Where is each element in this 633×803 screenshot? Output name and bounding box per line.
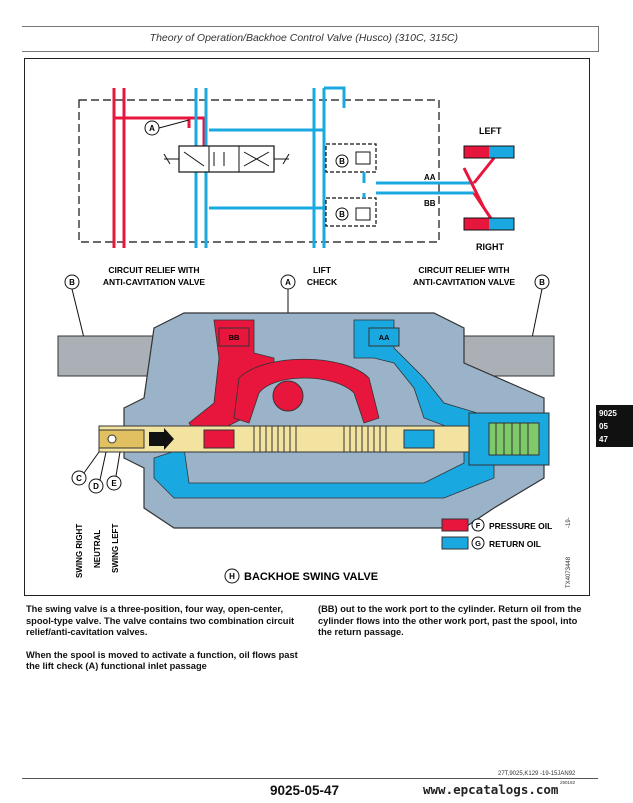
figure-number: -19- <box>566 517 572 528</box>
svg-text:B: B <box>539 278 545 287</box>
figure-frame <box>24 58 590 596</box>
body-text-left: The swing valve is a three-position, fou… <box>26 604 301 684</box>
pressure-oil-label: PRESSURE OIL <box>489 521 552 531</box>
svg-text:B: B <box>339 210 345 219</box>
svg-text:D: D <box>93 482 99 491</box>
circuit-relief-left-label: CIRCUIT RELIEF WITH <box>108 265 199 275</box>
svg-text:G: G <box>475 539 481 548</box>
lift-check-label: LIFT <box>313 265 332 275</box>
svg-text:A: A <box>285 278 291 287</box>
paragraph: The swing valve is a three-position, fou… <box>26 604 295 637</box>
page-header: Theory of Operation/Backhoe Control Valv… <box>22 26 599 52</box>
neutral-label: NEUTRAL <box>93 530 102 568</box>
svg-text:AA: AA <box>379 333 390 342</box>
svg-text:ANTI-CAVITATION VALVE: ANTI-CAVITATION VALVE <box>413 277 515 287</box>
swing-cylinder-left <box>463 145 515 159</box>
callout-g <box>471 536 485 550</box>
spool-position-callouts: C D E SWING RIGHT NEUTRAL SWING LEFT <box>71 451 122 578</box>
callout-h <box>224 568 240 584</box>
svg-text:ANTI-CAVITATION VALVE: ANTI-CAVITATION VALVE <box>103 277 205 287</box>
schematic-left-label: LEFT <box>479 126 502 136</box>
reference-code: 27T,9025,K129 -19-15JAN92 <box>498 771 576 777</box>
valve-top-labels: CIRCUIT RELIEF WITH ANTI-CAVITATION VALV… <box>64 265 550 388</box>
circuit-relief-right-label: CIRCUIT RELIEF WITH <box>418 265 509 275</box>
svg-text:A: A <box>149 124 155 133</box>
pressure-oil-swatch <box>441 518 469 532</box>
schematic-port-aa: AA <box>424 173 436 182</box>
return-oil-label: RETURN OIL <box>489 539 541 549</box>
swing-right-label: SWING RIGHT <box>75 524 84 578</box>
schematic-spool-block <box>163 145 290 173</box>
svg-text:E: E <box>111 479 117 488</box>
callout-c <box>71 470 87 486</box>
reference-code-small: 290192 <box>560 780 576 785</box>
svg-text:C: C <box>76 474 82 483</box>
port-bb <box>218 327 250 347</box>
svg-text:BB: BB <box>229 333 240 342</box>
lift-check-ball <box>272 380 304 412</box>
callout-e <box>106 475 122 491</box>
watermark: www.epcatalogs.com <box>423 782 559 797</box>
footer-divider <box>22 778 598 779</box>
swing-valve-figure: B B AA BB LEFT RIGHT A <box>57 86 572 588</box>
paragraph: (BB) out to the work port to the cylinde… <box>318 604 582 637</box>
header-title: Theory of Operation/Backhoe Control Valv… <box>149 32 458 44</box>
hydraulic-schematic: B B AA BB LEFT RIGHT A <box>78 86 515 252</box>
spool-direction-arrow-icon <box>149 428 174 450</box>
swing-left-label: SWING LEFT <box>111 524 120 573</box>
paragraph: When the spool is moved to activate a fu… <box>26 649 298 672</box>
schematic-relief-valve-bottom: B <box>325 197 377 227</box>
return-oil-swatch <box>441 536 469 550</box>
figure-code: TX4073448 <box>566 556 572 588</box>
callout-d <box>88 478 104 494</box>
schematic-right-label: RIGHT <box>476 242 505 252</box>
schematic-port-bb: BB <box>424 199 436 208</box>
page-number: 9025-05-47 <box>270 783 340 798</box>
section-tab: 9025 05 47 <box>596 405 633 447</box>
svg-text:B: B <box>339 157 345 166</box>
port-aa <box>368 327 400 347</box>
oil-legend: F PRESSURE OIL G RETURN OIL <box>441 518 552 550</box>
schematic-boundary <box>78 99 440 243</box>
body-text-right: (BB) out to the work port to the cylinde… <box>318 604 593 650</box>
svg-text:F: F <box>476 521 481 530</box>
return-oil-passage <box>153 319 495 499</box>
swing-cylinder-right <box>463 217 515 231</box>
callout-f <box>471 518 485 532</box>
svg-text:CHECK: CHECK <box>307 277 338 287</box>
figure-title: BACKHOE SWING VALVE <box>244 571 378 583</box>
schematic-relief-valve-top: B <box>325 143 377 173</box>
svg-text:H: H <box>229 572 235 581</box>
valve-cross-section: BB AA <box>57 312 555 529</box>
svg-text:B: B <box>69 278 75 287</box>
